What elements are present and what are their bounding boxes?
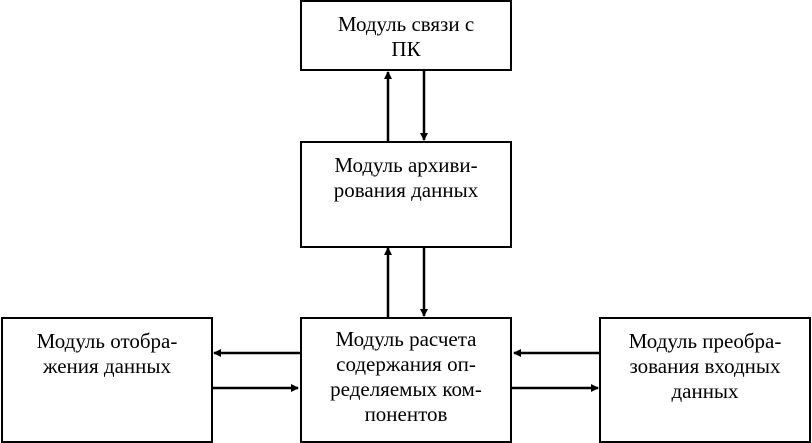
node-input-conversion-module: Модуль преобра- зования входных данных xyxy=(599,317,811,443)
node-label-line: ПК xyxy=(391,37,421,61)
node-label-line: ределяемых ком- xyxy=(330,377,482,401)
node-label-line: Модуль архиви- xyxy=(334,153,478,177)
node-label-line: понентов xyxy=(364,402,448,426)
node-label-line: Модуль отобра- xyxy=(36,329,178,353)
node-display-module: Модуль отобра- жения данных xyxy=(1,317,213,443)
node-label-line: зования входных xyxy=(629,354,781,378)
node-label-line: Модуль преобра- xyxy=(628,329,782,353)
node-archive-module: Модуль архиви- рования данных xyxy=(300,141,512,248)
node-label-line: Модуль связи с xyxy=(337,12,475,36)
node-label-line: жения данных xyxy=(42,354,172,378)
node-calculation-module: Модуль расчета содержания оп- ределяемых… xyxy=(300,317,512,443)
node-pc-comm-module: Модуль связи с ПК xyxy=(300,0,512,71)
node-label-line: рования данных xyxy=(333,178,479,202)
node-label-line: данных xyxy=(671,379,739,403)
node-label-line: Модуль расчета xyxy=(335,327,477,351)
node-label-line: содержания оп- xyxy=(336,352,476,376)
